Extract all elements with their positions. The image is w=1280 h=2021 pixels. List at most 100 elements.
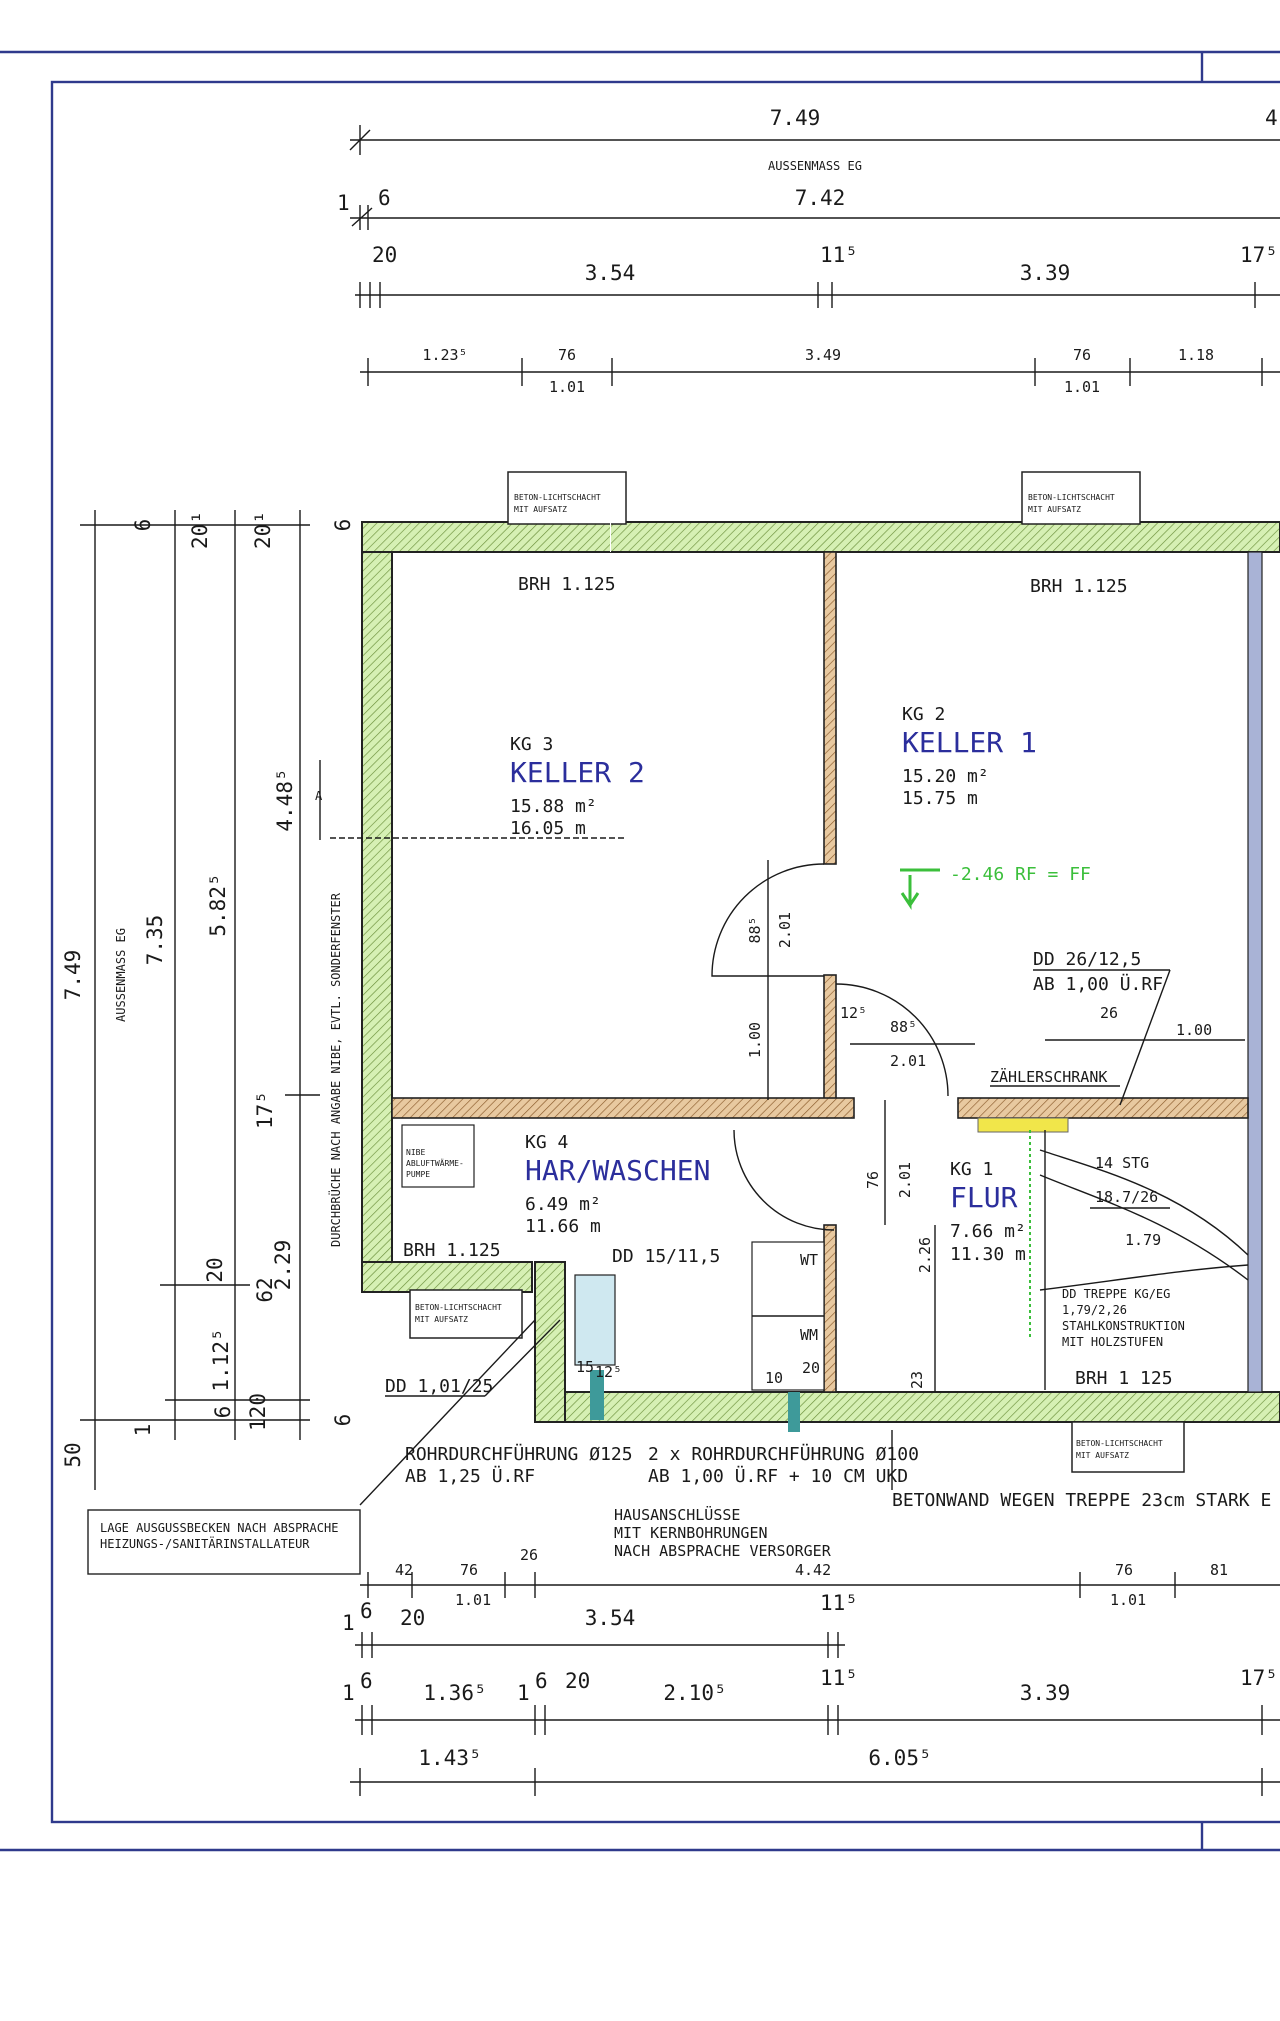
room-perimeter-kg2: 15.75 m	[902, 788, 978, 809]
house-connection-note-2: MIT KERNBOHRUNGEN	[614, 1524, 768, 1542]
bottom-dim-2105: 2.10⁵	[663, 1681, 726, 1705]
dd-1511-label: DD 15/11,5	[612, 1246, 720, 1267]
left-dim-5825: 5.82⁵	[206, 873, 230, 936]
level-label: -2.46 RF = FF	[950, 864, 1091, 885]
light-shaft-sub-3: MIT AUFSATZ	[415, 1315, 468, 1324]
room-perimeter-kg4: 11.66 m	[525, 1216, 601, 1237]
left-dim-6d: 6	[331, 1414, 355, 1427]
durchbruch-note: DURCHBRÜCHE NACH ANGABE NIBE, EVTL. SOND…	[327, 892, 343, 1247]
pipe-note-1a: ROHRDURCHFÜHRUNG Ø125	[405, 1443, 633, 1465]
top-window-dim-3: 3.49	[805, 346, 841, 364]
left-dim-120: 120	[246, 1393, 270, 1431]
heat-pump-label-1: NIBE	[406, 1148, 425, 1157]
bottom-dim-76a: 76	[460, 1561, 478, 1579]
door-dim-201b: 2.01	[890, 1052, 926, 1070]
left-dim-1125: 1.12⁵	[209, 1328, 233, 1391]
bottom-dim-81: 81	[1210, 1561, 1228, 1579]
room-id-kg2: KG 2	[902, 704, 945, 725]
bottom-dim-42: 42	[395, 1561, 413, 1579]
outer-dim-label: AUSSENMASS EG	[768, 159, 862, 173]
bottom-dim-101b: 1.01	[1110, 1591, 1146, 1609]
heat-pump-box	[401, 1124, 475, 1188]
top-window-dim-5: 1.18	[1178, 346, 1214, 364]
top-dim-1: 1	[337, 191, 350, 215]
window-labels: BETON-LICHTSCHACHT MIT AUFSATZ BETON-LIC…	[403, 493, 1173, 1460]
light-shaft-label-1: BETON-LICHTSCHACHT	[514, 493, 601, 502]
wt-label: WT	[800, 1251, 818, 1269]
inner-width-label: 7.42	[795, 186, 846, 210]
door-dim-23: 23	[908, 1371, 926, 1389]
left-dim-6c: 6	[211, 1406, 235, 1419]
room-area-kg4: 6.49 m²	[525, 1194, 601, 1215]
pipe-note-1b: AB 1,25 Ü.RF	[405, 1465, 535, 1487]
room-name-kg4: HAR/WASCHEN	[525, 1154, 710, 1187]
heat-pump-label-2: ABLUFTWÄRME-	[406, 1158, 464, 1168]
bottom-dim-354: 3.54	[585, 1606, 636, 1630]
bottom-dim-1a: 1	[342, 1611, 355, 1635]
concrete-wall-note: BETONWAND WEGEN TREPPE 23cm STARK E	[892, 1490, 1271, 1511]
top-window-dim-4b: 1.01	[1064, 378, 1100, 396]
light-shaft-label-3: BETON-LICHTSCHACHT	[415, 1303, 502, 1312]
brh-label-2: BRH 1.125	[1030, 576, 1128, 597]
left-dim-62: 62	[253, 1277, 277, 1302]
light-shaft-sub-2: MIT AUFSATZ	[1028, 505, 1081, 514]
dd-26-label: 26	[1100, 1004, 1118, 1022]
bottom-dim-339: 3.39	[1020, 1681, 1071, 1705]
heat-pump-label-3: PUMPE	[406, 1170, 430, 1179]
top-dim-17: 17⁵	[1240, 243, 1278, 267]
left-dim-175: 17⁵	[253, 1091, 277, 1129]
left-dim-20: 20	[203, 1257, 227, 1282]
door-dim-226: 2.26	[916, 1237, 934, 1273]
left-dim-229: 2.29	[271, 1240, 295, 1291]
bottom-dim-6b: 6	[360, 1669, 373, 1693]
bottom-dim-1435: 1.43⁵	[418, 1746, 481, 1770]
top-dimensions: 7.49 AUSSENMASS EG 4 1 6 7.42 20 3.54 11…	[337, 106, 1280, 396]
brh-label-4: BRH 1 125	[1075, 1368, 1173, 1389]
room-id-kg1: KG 1	[950, 1159, 993, 1180]
stair-note-4: MIT HOLZSTUFEN	[1062, 1335, 1163, 1349]
bottom-dim-1365: 1.36⁵	[423, 1681, 486, 1705]
stair-note-2: 1,79/2,26	[1062, 1303, 1127, 1317]
overall-width-label: 7.49	[770, 106, 821, 130]
pipe-2	[788, 1392, 800, 1432]
room-keller-1: KG 2 KELLER 1 15.20 m² 15.75 m -2.46 RF …	[900, 704, 1091, 910]
bottom-dim-115a: 11⁵	[820, 1591, 858, 1615]
zaehler-label: ZÄHLERSCHRANK	[990, 1067, 1107, 1086]
bottom-dim-6055: 6.05⁵	[868, 1746, 931, 1770]
top-window-dim-2b: 1.01	[549, 378, 585, 396]
house-connection-note-1: HAUSANSCHLÜSSE	[614, 1505, 740, 1524]
dim-15: 15	[576, 1358, 594, 1376]
brh-label-1: BRH 1.125	[518, 574, 616, 595]
left-dim-6b: 6	[331, 519, 355, 532]
door-dim-885a: 88⁵	[746, 916, 764, 943]
room-id-kg4: KG 4	[525, 1132, 568, 1153]
bottom-dim-76b: 76	[1115, 1561, 1133, 1579]
section-marker: A	[315, 789, 323, 803]
level-arrow-icon	[900, 868, 940, 910]
sink-note-box	[87, 1509, 361, 1575]
top-dim-354: 3.54	[585, 261, 636, 285]
top-dim-339: 3.39	[1020, 261, 1071, 285]
left-dim-201b: 20¹	[251, 511, 275, 549]
edge-mark: 4	[1265, 106, 1278, 130]
door-dim-885b: 88⁵	[890, 1018, 917, 1036]
dd-100b-label: 1.00	[1176, 1021, 1212, 1039]
stair-ratio-label: 18.7/26	[1095, 1188, 1158, 1206]
room-name-kg1: FLUR	[950, 1181, 1018, 1214]
left-dim-50: 50	[61, 1442, 85, 1467]
brh-label-3: BRH 1.125	[403, 1240, 501, 1261]
door-dim-76: 76	[864, 1171, 882, 1189]
top-window-dim-4: 76	[1073, 346, 1091, 364]
stair-steps-label: 14 STG	[1095, 1154, 1149, 1172]
dim-10: 10	[765, 1369, 783, 1387]
top-dim-20: 20	[372, 243, 397, 267]
light-shaft-label-4: BETON-LICHTSCHACHT	[1076, 1439, 1163, 1448]
bottom-dimensions: 42 76 1.01 26 4.42 76 1.01 81 1 6 20 3.5…	[342, 1546, 1280, 1796]
bottom-dim-20b: 20	[565, 1669, 590, 1693]
top-window-dim-2: 76	[558, 346, 576, 364]
top-dim-6: 6	[378, 186, 391, 210]
wm-label: WM	[800, 1326, 818, 1344]
room-flur: KG 1 FLUR 7.66 m² 11.30 m	[950, 1159, 1026, 1265]
sink-note-1: LAGE AUSGUSSBECKEN NACH ABSPRACHE	[100, 1521, 338, 1535]
room-har-waschen: KG 4 HAR/WASCHEN 6.49 m² 11.66 m NIBE AB…	[401, 1124, 825, 1432]
